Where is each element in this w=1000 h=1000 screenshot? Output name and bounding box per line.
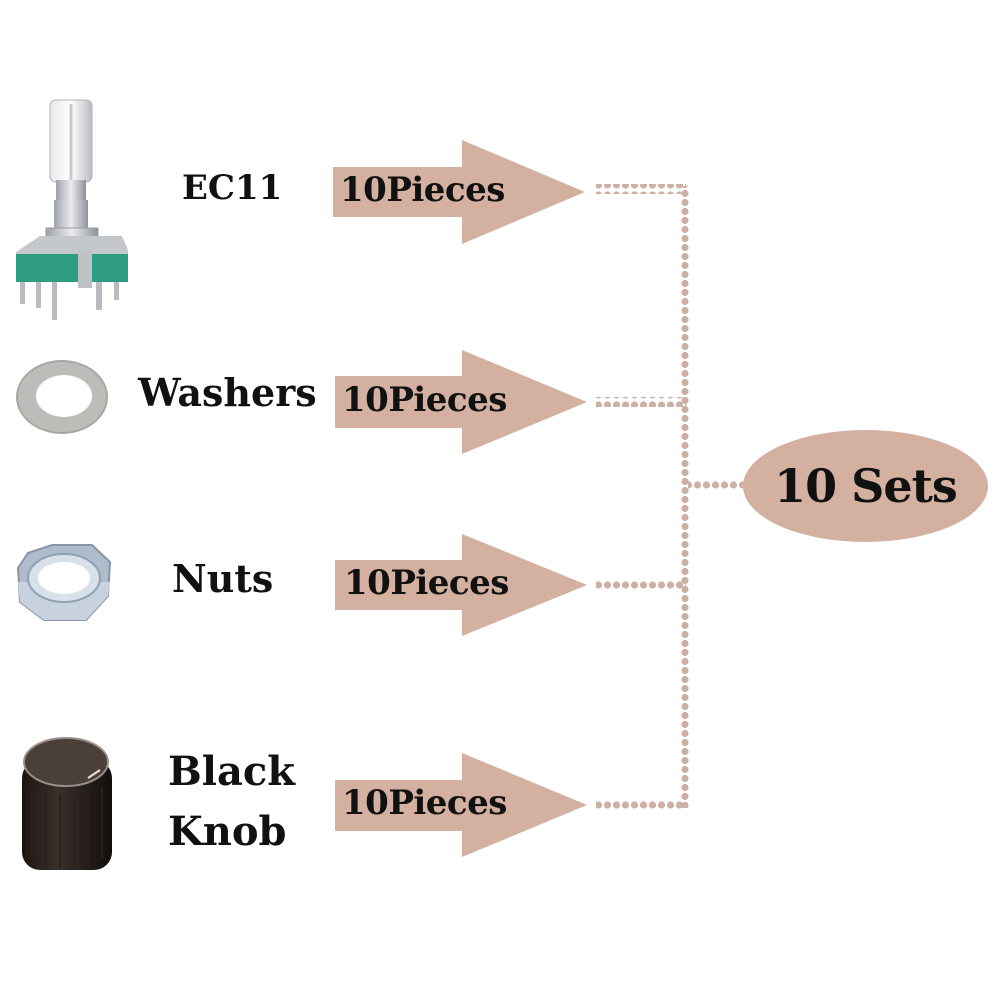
total-sets-badge: 10 Sets	[743, 430, 988, 542]
arrow-nuts	[335, 534, 587, 636]
item-label-knob: Knob	[168, 808, 287, 855]
knob-icon	[22, 737, 112, 870]
dotted-connector	[596, 184, 744, 810]
item-label-washers: Washers	[138, 370, 317, 415]
item-label-black: Black	[168, 748, 295, 795]
washer-icon	[16, 360, 108, 434]
total-sets-label: 10 Sets	[774, 459, 958, 513]
hex-nut-icon	[16, 544, 112, 621]
item-label-ec11: EC11	[182, 168, 283, 208]
quantity-black-knob: 10Pieces	[342, 783, 507, 823]
arrow-washers	[335, 350, 587, 454]
arrow-ec11	[333, 140, 585, 244]
quantity-washers: 10Pieces	[342, 380, 507, 420]
quantity-ec11: 10Pieces	[340, 170, 505, 210]
arrow-black-knob	[335, 753, 587, 857]
item-label-nuts: Nuts	[172, 556, 274, 601]
rotary-encoder-icon	[16, 99, 128, 320]
quantity-nuts: 10Pieces	[344, 563, 509, 603]
